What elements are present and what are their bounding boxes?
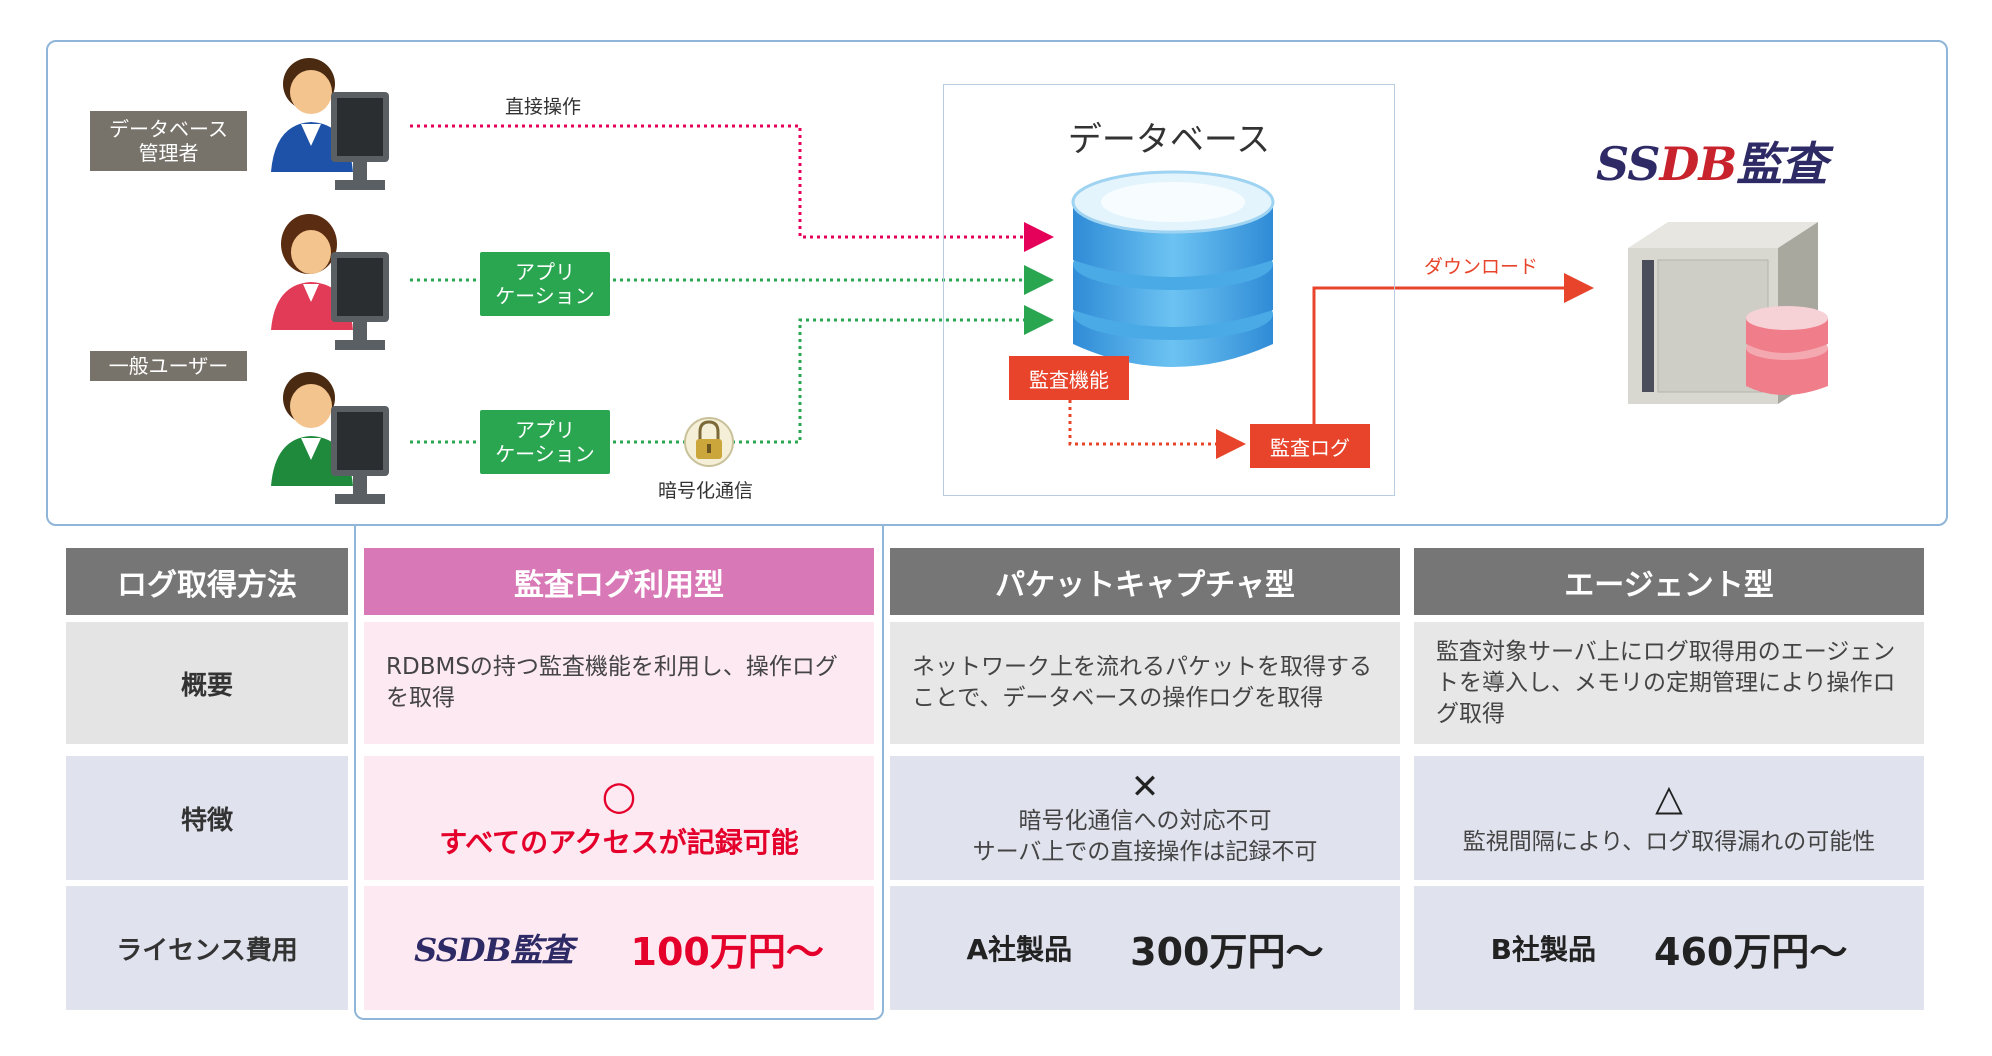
overview-agent: 監査対象サーバ上にログ取得用のエージェントを導入し、メモリの定期管理により操作ロ… [1414,622,1924,744]
table-corner-header: ログ取得方法 [66,548,348,615]
role-tag-admin: データベース 管理者 [90,111,247,171]
admin-user-icon [271,58,389,190]
column-header-agent: エージェント型 [1414,548,1924,615]
overview-audit-log: RDBMSの持つ監査機能を利用し、操作ログを取得 [364,622,874,744]
app-tag-1: アプリ ケーション [480,252,610,316]
license-agent: B社製品 460万円～ [1414,886,1924,1010]
audit-log-line [1068,400,1246,459]
license-price-agent: 460万円～ [1654,929,1848,974]
features-audit-log-text: すべてのアクセスが記録可能 [439,826,799,859]
overview-packet-capture: ネットワーク上を流れるパケットを取得することで、データベースの操作ログを取得 [890,622,1400,744]
download-label: ダウンロード [1424,256,1539,278]
cross-mark: ✕ [1130,767,1160,807]
circle-mark: ○ [601,773,637,819]
row-label-overview: 概要 [66,622,348,744]
row-label-features: 特徴 [66,756,348,880]
general-user-2-icon [271,372,389,504]
features-packet-capture-text: 暗号化通信への対応不可 サーバ上での直接操作は記録不可 [972,808,1318,865]
license-price-audit-log: 100万円～ [630,929,824,974]
license-maker-a: A社製品 [966,933,1073,966]
features-agent: △ 監視間隔により、ログ取得漏れの可能性 [1414,756,1924,880]
license-logo: SSDB監査 [414,931,573,969]
direct-operation-line [410,124,1054,252]
app2-line [410,305,1054,444]
download-line [1312,273,1594,424]
general-user-icon [271,214,389,350]
server-icon [1628,222,1828,404]
database-title: データベース [1067,120,1271,160]
row-label-license: ライセンス費用 [66,886,348,1010]
lock-icon [684,417,734,467]
direct-operation-label: 直接操作 [505,96,582,118]
license-price-packet-capture: 300万円～ [1130,929,1324,974]
audit-function-tag: 監査機能 [1009,356,1129,400]
highlight-column-frame [354,526,884,1020]
license-audit-log: SSDB監査 100万円～ [364,886,874,1010]
database-icon [1071,170,1275,367]
logo-prefix: SS [1596,137,1660,191]
column-header-audit-log: 監査ログ利用型 [364,548,874,615]
column-header-packet-capture: パケットキャプチャ型 [890,548,1400,615]
logo-suffix: 監査 [1736,137,1827,191]
license-maker-b: B社製品 [1490,933,1596,966]
features-packet-capture: ✕ 暗号化通信への対応不可 サーバ上での直接操作は記録不可 [890,756,1400,880]
database-box [943,84,1395,496]
role-tag-general-user: 一般ユーザー [90,351,247,381]
app-tag-2: アプリ ケーション [480,410,610,474]
features-agent-text: 監視間隔により、ログ取得漏れの可能性 [1462,828,1876,855]
logo-highlight: DB [1659,137,1737,191]
audit-log-tag: 監査ログ [1250,424,1370,468]
diagram-frame [46,40,1948,526]
triangle-mark: △ [1655,777,1683,819]
encrypted-label: 暗号化通信 [658,480,754,502]
license-packet-capture: A社製品 300万円～ [890,886,1400,1010]
product-logo: SSDB監査 [1596,128,1827,194]
features-audit-log: ○ すべてのアクセスが記録可能 [364,756,874,880]
